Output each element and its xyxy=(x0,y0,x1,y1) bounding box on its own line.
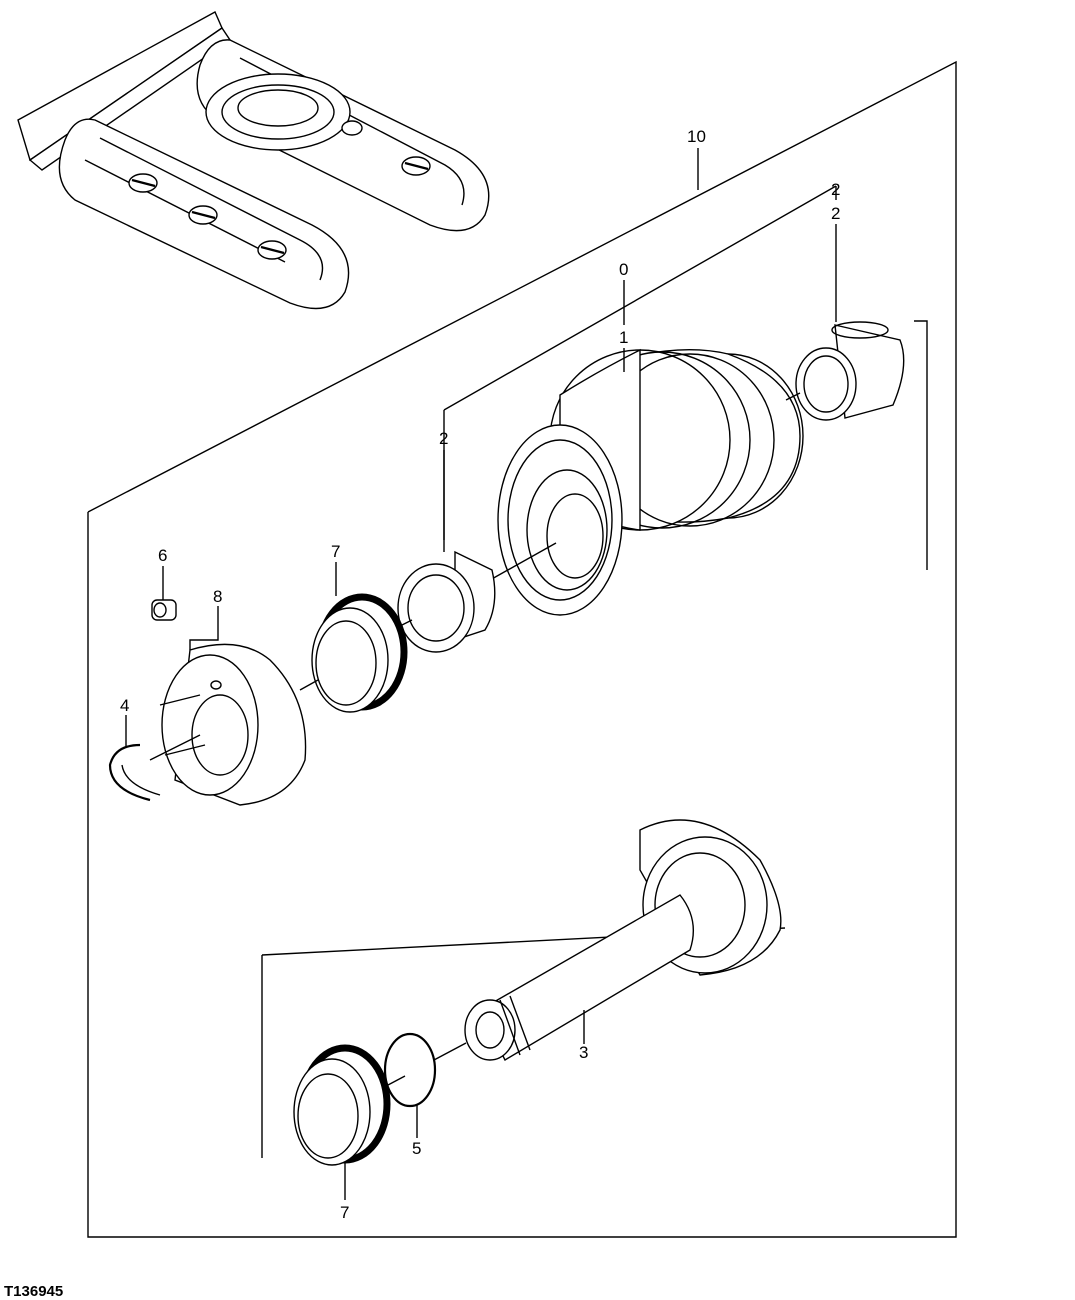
excavator-thumbnail xyxy=(17,11,490,310)
assembly-boundary-10 xyxy=(87,60,957,1238)
callout-10: 10 xyxy=(687,127,706,146)
part-5-o-ring xyxy=(383,1032,467,1108)
callout-6: 6 xyxy=(158,546,167,565)
part-2-bushing-left xyxy=(397,550,496,653)
callout-2-right: 2 xyxy=(831,204,840,223)
callout-5: 5 xyxy=(412,1139,421,1158)
callout-7-bottom: 7 xyxy=(340,1203,349,1222)
part-7-seal-bottom xyxy=(293,1044,406,1166)
part-6-plug xyxy=(151,599,177,621)
leader-lines xyxy=(125,148,837,1200)
bracket-group-right xyxy=(914,320,928,570)
figure-id: T136945 xyxy=(4,1283,63,1300)
part-3-shaft xyxy=(464,819,782,1061)
part-4-snap-ring xyxy=(108,743,161,802)
callout-0: 0 xyxy=(619,260,628,279)
part-1-roller-body xyxy=(489,348,804,616)
callout-1: 1 xyxy=(619,328,628,347)
callout-8: 8 xyxy=(213,587,222,606)
callout-2-bracket: 2 xyxy=(831,180,840,199)
callout-4: 4 xyxy=(120,696,129,715)
callout-labels: 10 2 2 0 1 2 6 7 8 4 3 5 7 xyxy=(120,127,840,1222)
part-2-bushing-right xyxy=(785,321,905,421)
callout-3: 3 xyxy=(579,1043,588,1062)
part-7-seal-top xyxy=(299,593,408,713)
callout-7-top: 7 xyxy=(331,542,340,561)
part-8-end-collar xyxy=(149,643,307,806)
callout-2-left: 2 xyxy=(439,429,448,448)
